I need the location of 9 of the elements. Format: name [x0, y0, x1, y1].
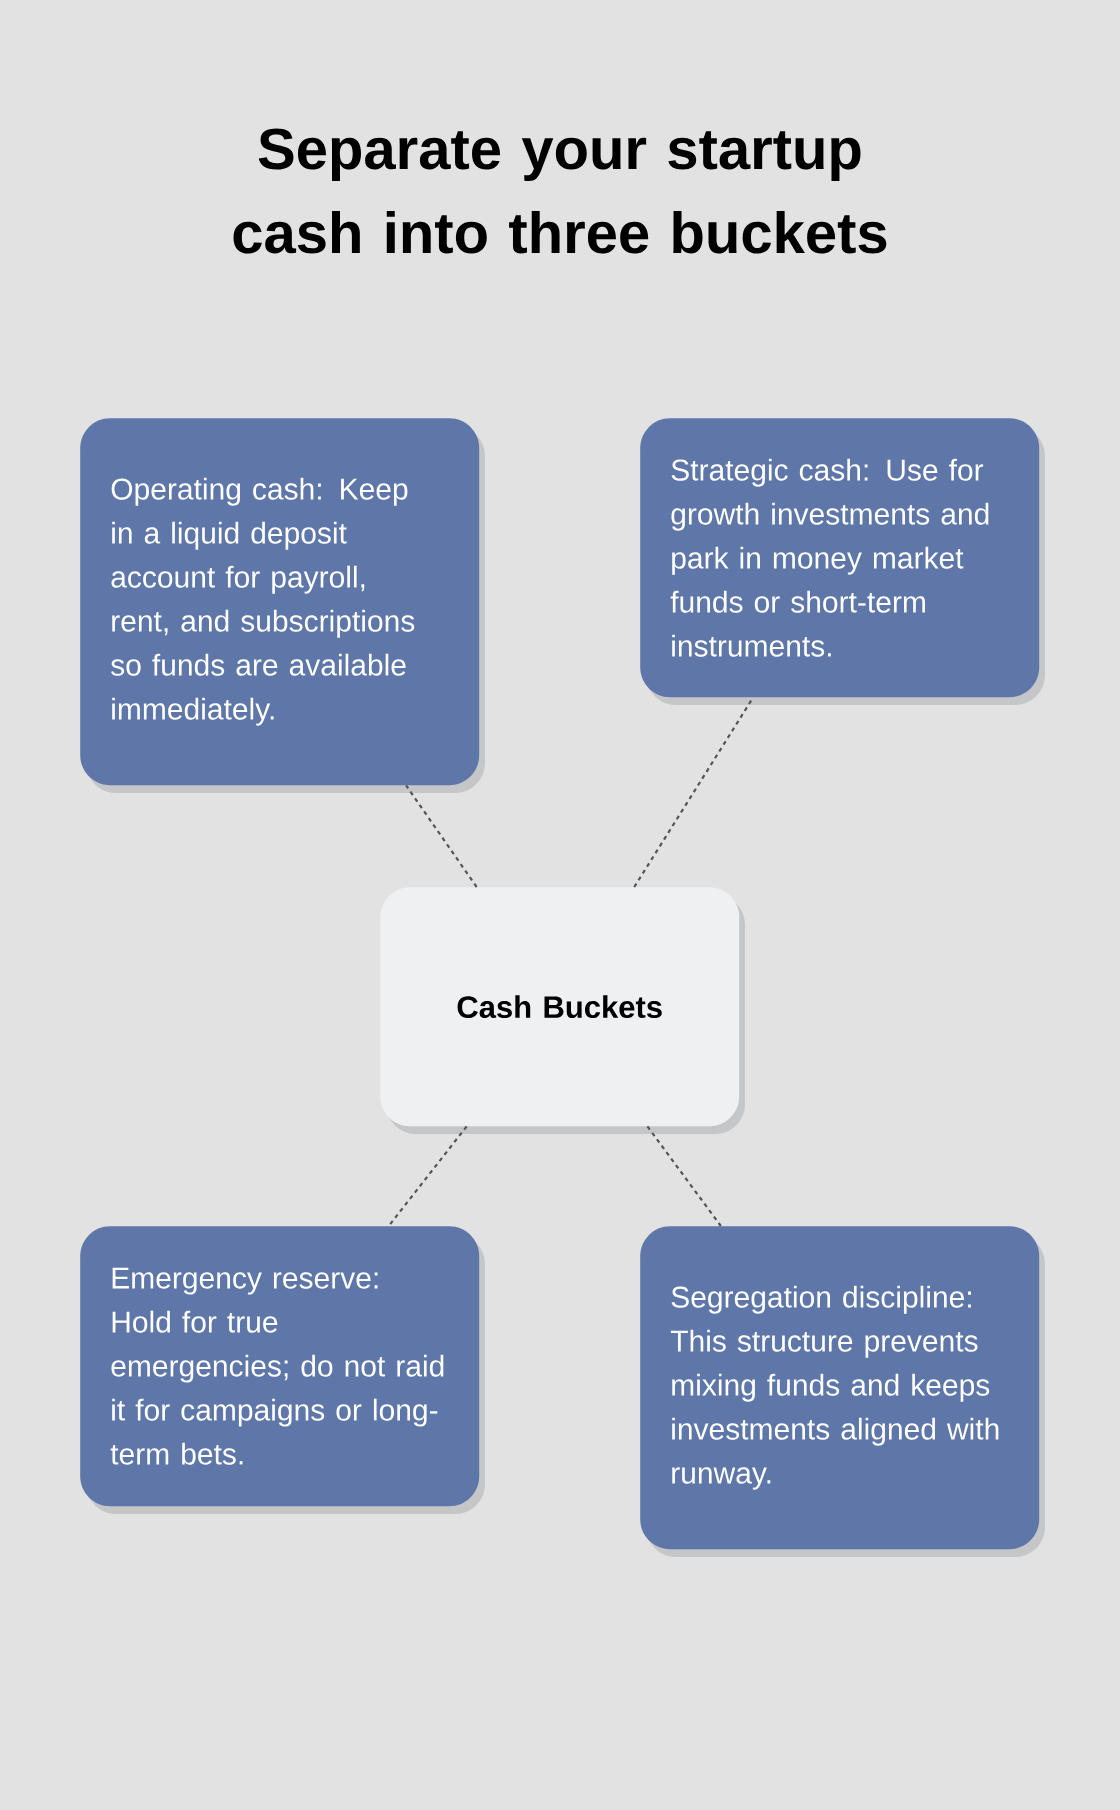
connector-line — [405, 784, 478, 888]
text-box: Segregation discipline: This structure prevents mixing funds and keeps investments aligned with runway. — [640, 1226, 1040, 1550]
text-box: Operating cash: Keep in a liquid deposit account for payroll, rent, and subscriptions so funds are available immediately. — [80, 418, 480, 786]
text-box: Emergency reserve: Hold for true emergencies; do not raid it for campaigns or long-term bets. — [80, 1226, 480, 1507]
connector-line — [387, 1125, 468, 1227]
text-box: Strategic cash: Use for growth investments and park in money market funds or short-term instruments. — [640, 418, 1040, 698]
connector-line — [646, 1125, 722, 1227]
center-box: Cash Buckets — [380, 887, 740, 1127]
title: Separate your startup cash into three buckets — [233, 128, 887, 254]
